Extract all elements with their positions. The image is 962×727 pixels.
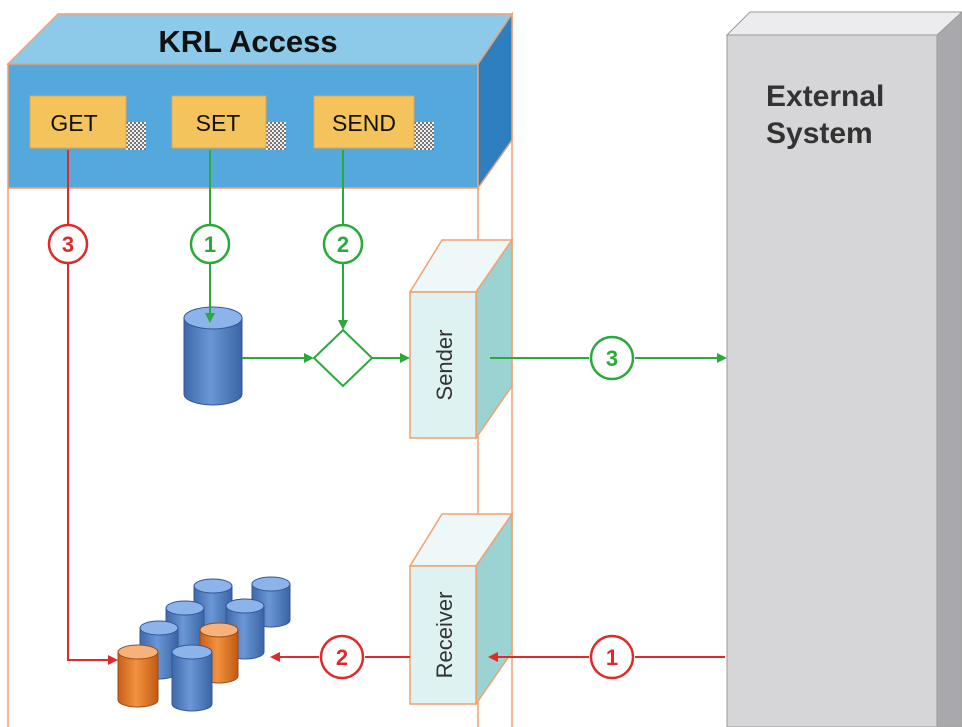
sender-label: Sender [432, 330, 457, 401]
variable-store-cluster [117, 576, 291, 712]
step-badge-receiver-store-number: 2 [336, 645, 348, 670]
step-badge-sender-external-number: 3 [606, 346, 618, 371]
get-path-arrow [67, 263, 118, 665]
send-button[interactable]: SEND [313, 95, 434, 150]
set-button[interactable]: SET [171, 95, 286, 150]
step-badge-get: 3 [47, 223, 89, 265]
external-system-block: External System [725, 11, 962, 727]
step-badge-receiver-store: 2 [319, 634, 365, 680]
set-button-label: SET [196, 110, 241, 136]
external-system-label-line2: System [766, 117, 873, 150]
external-system-label-line1: External [766, 80, 884, 113]
red-flows: 3 1 2 [47, 150, 725, 680]
get-button-label: GET [50, 110, 97, 136]
receiver-module: Receiver [408, 511, 514, 707]
step-badge-get-number: 3 [62, 232, 74, 257]
step-badge-send: 2 [322, 223, 364, 265]
cluster-cylinder-orange [117, 644, 159, 708]
step-badge-set-number: 1 [204, 232, 216, 257]
step-badge-external-receiver: 1 [589, 634, 635, 680]
step-badge-send-number: 2 [337, 232, 349, 257]
cluster-cylinder [171, 644, 213, 712]
step-badge-set: 1 [189, 223, 231, 265]
green-flows: 1 2 3 [189, 150, 727, 381]
step-badge-external-receiver-number: 1 [606, 645, 618, 670]
send-button-label: SEND [332, 110, 396, 136]
send-decision-diamond [312, 328, 374, 388]
sender-module: Sender [408, 237, 514, 441]
receiver-label: Receiver [432, 592, 457, 679]
step-badge-sender-external: 3 [589, 335, 635, 381]
data-store-cylinder [183, 306, 243, 406]
krl-access-title: KRL Access [158, 24, 337, 59]
get-button[interactable]: GET [29, 95, 146, 150]
